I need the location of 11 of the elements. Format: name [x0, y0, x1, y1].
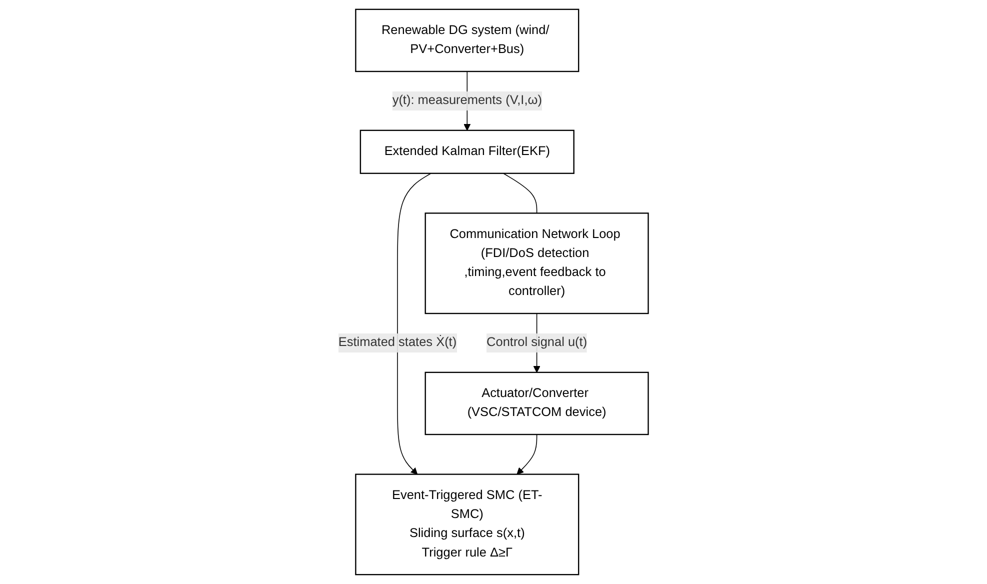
- arrow: [516, 434, 538, 475]
- connector: [503, 172, 538, 214]
- edge-label: Control signal u(t): [486, 336, 588, 350]
- arrow: [397, 172, 432, 475]
- node-box: Event-Triggered SMC (ET-SMC) Sliding surface s(x,t) Trigger rule Δ≥Γ: [355, 474, 580, 576]
- node-box: Extended Kalman Filter(EKF): [360, 130, 575, 174]
- node-box: Renewable DG system (wind/ PV+Converter+Bus): [355, 8, 580, 72]
- node-box: Actuator/Converter (VSC/STATCOM device): [424, 372, 650, 436]
- node-box: Communication Network Loop (FDI/DoS detection ,timing,event feedback to controller): [424, 212, 650, 314]
- edge-label: y(t): measurements (V,I,ω): [392, 94, 542, 108]
- edge-label: Estimated states Ẋ(t): [338, 336, 457, 350]
